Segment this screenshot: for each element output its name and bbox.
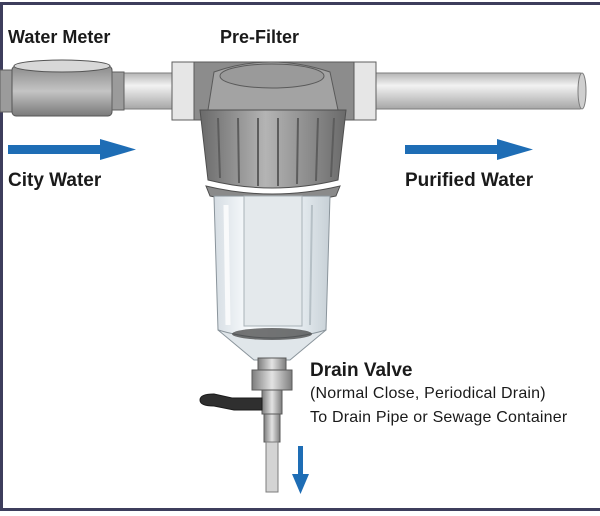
drain-pipe [265, 441, 279, 493]
purified-water-label: Purified Water [405, 170, 534, 191]
drain-valve-label: Drain Valve [310, 360, 413, 381]
filter-bowl [213, 195, 331, 361]
pre-filter-head [171, 61, 377, 121]
valve-handle [199, 393, 263, 411]
filter-cap [199, 109, 347, 204]
drain-valve-assembly [199, 357, 293, 493]
water-meter-label: Water Meter [8, 27, 111, 47]
pre-filter-label: Pre-Filter [220, 27, 300, 47]
drain-destination-label: To Drain Pipe or Sewage Container [310, 409, 568, 426]
drain-note-label: (Normal Close, Periodical Drain) [310, 385, 546, 402]
city-water-label: City Water [8, 170, 102, 191]
water-meter [0, 59, 125, 117]
arrow-right-icon [405, 139, 533, 160]
arrow-right-icon [8, 139, 136, 160]
outlet-pipe [359, 72, 587, 110]
arrow-down-icon [292, 446, 309, 494]
filter-cartridge [243, 195, 303, 327]
